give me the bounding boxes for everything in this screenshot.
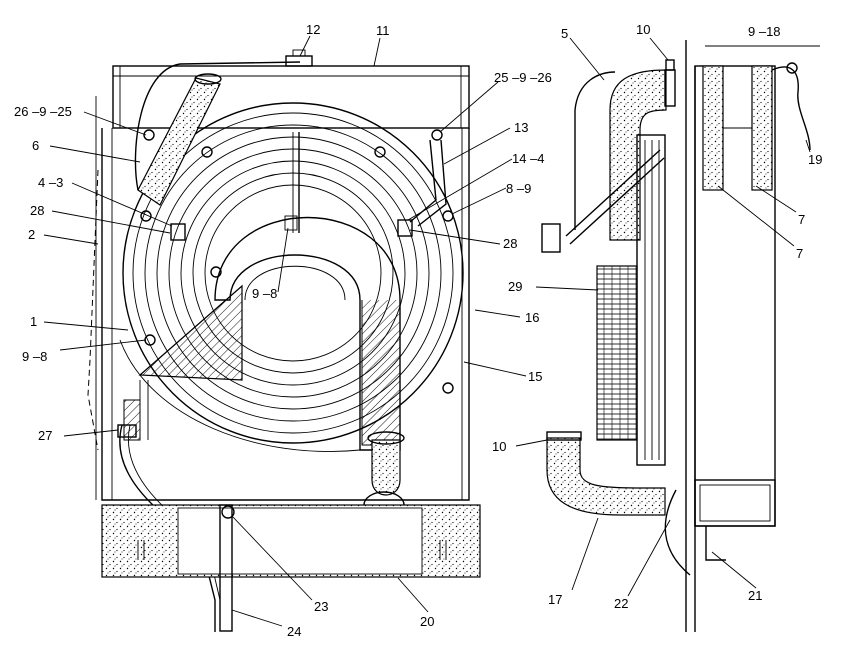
bolt bbox=[201, 146, 213, 158]
label-7-b: 7 bbox=[796, 246, 803, 261]
label-26-9-25: 26 –9 –25 bbox=[14, 104, 72, 119]
label-14-4: 14 –4 bbox=[512, 151, 545, 166]
bolt bbox=[143, 129, 155, 141]
label-29: 29 bbox=[508, 279, 522, 294]
upper-hose bbox=[137, 77, 221, 206]
fitting-left bbox=[170, 223, 186, 241]
outlet-box bbox=[694, 479, 776, 527]
label-24: 24 bbox=[287, 624, 301, 639]
label-7-a: 7 bbox=[798, 212, 805, 227]
label-2: 2 bbox=[28, 227, 35, 242]
label-6: 6 bbox=[32, 138, 39, 153]
label-9-18: 9 –18 bbox=[748, 24, 781, 39]
label-4-3: 4 –3 bbox=[38, 175, 63, 190]
label-13: 13 bbox=[514, 120, 528, 135]
circular-core bbox=[119, 102, 464, 452]
bolt bbox=[431, 129, 443, 141]
drain-pipe bbox=[219, 504, 233, 632]
leader-lines bbox=[43, 35, 811, 627]
label-28-left: 28 bbox=[30, 203, 44, 218]
side-upper-hose bbox=[609, 69, 667, 241]
label-1: 1 bbox=[30, 314, 37, 329]
bolt bbox=[140, 210, 152, 222]
label-9-8-center: 9 –8 bbox=[252, 286, 277, 301]
label-15: 15 bbox=[528, 369, 542, 384]
fan-shroud bbox=[636, 134, 666, 466]
bolt bbox=[442, 210, 454, 222]
fitting-right bbox=[397, 219, 413, 237]
label-19: 19 bbox=[808, 152, 822, 167]
label-20: 20 bbox=[420, 614, 434, 629]
drain-valve bbox=[221, 505, 235, 519]
bolt bbox=[210, 266, 222, 278]
label-21: 21 bbox=[748, 588, 762, 603]
bolt bbox=[442, 382, 454, 394]
hatched-bracket bbox=[138, 284, 243, 381]
label-10-bottom: 10 bbox=[492, 439, 506, 454]
label-12: 12 bbox=[306, 22, 320, 37]
radiator-frame bbox=[101, 128, 470, 501]
side-lower-hose bbox=[546, 437, 666, 516]
filler-cap bbox=[285, 55, 313, 67]
label-9-8-left: 9 –8 bbox=[22, 349, 47, 364]
front-view bbox=[87, 49, 481, 632]
bolt bbox=[144, 334, 156, 346]
fan-guard bbox=[596, 265, 638, 441]
label-22: 22 bbox=[614, 596, 628, 611]
label-23: 23 bbox=[314, 599, 328, 614]
top-tank bbox=[112, 65, 470, 129]
bottom-outlet bbox=[363, 431, 405, 519]
callout-labels: 26 –9 –25 6 4 –3 28 2 1 9 –8 27 12 11 25… bbox=[14, 22, 822, 639]
side-tank bbox=[702, 65, 724, 191]
label-17: 17 bbox=[548, 592, 562, 607]
side-view bbox=[541, 40, 820, 632]
label-8-9: 8 –9 bbox=[506, 181, 531, 196]
label-5: 5 bbox=[561, 26, 568, 41]
label-25-9-26: 25 –9 –26 bbox=[494, 70, 552, 85]
label-27: 27 bbox=[38, 428, 52, 443]
label-10-top: 10 bbox=[636, 22, 650, 37]
label-16: 16 bbox=[525, 310, 539, 325]
label-28-right: 28 bbox=[503, 236, 517, 251]
bolt bbox=[374, 146, 386, 158]
label-11: 11 bbox=[376, 23, 390, 38]
